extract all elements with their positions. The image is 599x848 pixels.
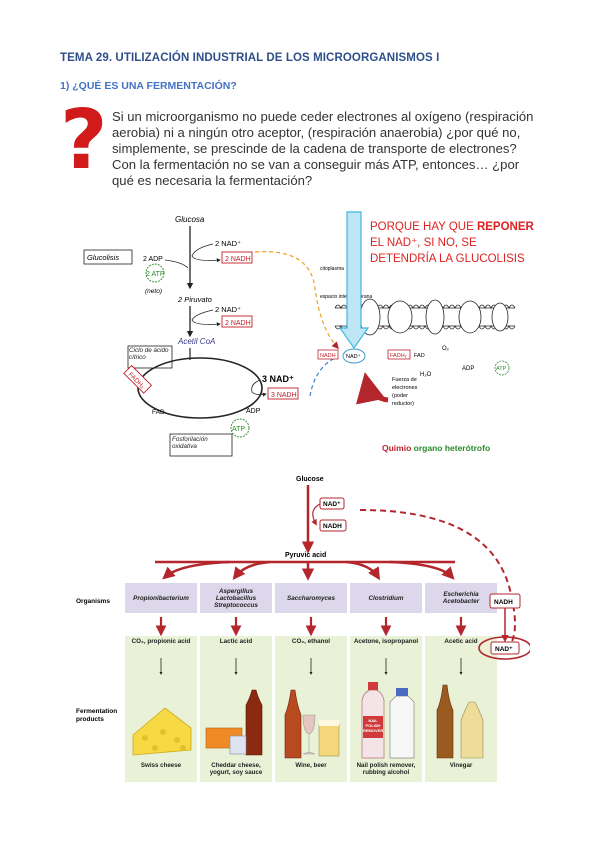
neto-label: (neto)	[145, 288, 162, 295]
fosforilacion-label: Fosforilación oxidativa	[172, 436, 208, 450]
product-box	[125, 636, 197, 782]
yogurt-icon	[229, 735, 247, 755]
reponer-line3: DETENDRÍA LA GLUCOLISIS	[370, 252, 525, 265]
adp-membrane: ADP	[462, 366, 474, 372]
food-name: Cheddar cheese, yogurt, soy sauce	[209, 762, 263, 776]
atp2-label: 2 ATP	[146, 271, 165, 278]
organism-name: Aspergillus Lactobacillus Streptococcus	[214, 587, 258, 609]
product-name: CO₂, ethanol	[291, 638, 331, 645]
vinegar-bottle-icon	[436, 684, 454, 759]
section-heading: 1) ¿QUÉ ES UNA FERMENTACIÓN?	[60, 80, 237, 92]
fuerza-2: electrones	[392, 385, 418, 391]
organisms-label: Organisms	[76, 598, 110, 605]
product-name: Lactic acid	[219, 638, 253, 645]
nad-plus-top: NAD⁺	[323, 501, 341, 508]
organism-box	[425, 583, 497, 613]
nadh-top: NADH	[323, 523, 342, 530]
page-title: TEMA 29. UTILIZACIÓN INDUSTRIAL DE LOS M…	[60, 52, 440, 64]
fuerza-1: Fuerza de	[392, 377, 417, 383]
organism-box	[200, 583, 272, 613]
fad-membrane: FAD	[414, 353, 425, 359]
pyruvic-label: Pyruvic acid	[285, 552, 326, 559]
o2-membrane: O₂	[442, 346, 450, 352]
acetil-label: Acetil CoA	[177, 337, 215, 346]
product-name: CO₂, propionic acid	[131, 638, 191, 645]
fadh2-membrane: FADH₂	[390, 353, 407, 359]
reponer-line1: PORQUE HAY QUE REPONER	[370, 221, 535, 233]
glucolisis-label: Glucolisis	[87, 253, 119, 262]
organism-name: Propionibacterium	[133, 594, 189, 602]
nad3-label: 3 NAD⁺	[262, 374, 294, 384]
nadh3-label: 3 NADH	[271, 392, 297, 399]
question-mark-icon: ?	[60, 93, 108, 188]
food-name: Wine, beer	[295, 762, 327, 769]
beer-glass-icon	[318, 723, 340, 757]
nail-bottle-label: NAIL POLISH REMOVER	[363, 718, 383, 733]
fuerza-3: (poder	[392, 393, 408, 399]
organism-name: Escherichia Acetobacter	[442, 591, 480, 605]
membrane-mid: espacio intermembrana	[320, 294, 372, 300]
ciclo-label: Ciclo de ácido cítrico	[129, 347, 169, 361]
organism-box	[125, 583, 197, 613]
adp2-label: 2 ADP	[143, 256, 163, 263]
nad-plus-2b: 2 NAD⁺	[215, 305, 241, 314]
fermentation-label: Fermentation	[76, 708, 117, 715]
fad-left: FAD	[152, 409, 165, 416]
reponer-line2: EL NAD⁺, SI NO, SE	[370, 237, 477, 249]
wine-glass-icon	[302, 714, 316, 755]
organism-box	[350, 583, 422, 613]
glycolysis-diagram: Glucosa Glucolisis 2 ADP 2 ATP (neto) 2 …	[83, 211, 535, 457]
soy-sauce-icon	[245, 689, 263, 756]
atp-membrane: ATP	[496, 366, 507, 372]
product-name: Acetone, isopropanol	[353, 638, 419, 645]
wine-bottle-icon	[284, 689, 302, 759]
food-name: Vinegar	[449, 762, 473, 769]
product-name: Acetic acid	[444, 638, 478, 645]
nad-membrane: NAD⁺	[346, 353, 361, 360]
food-name: Nail polish remover, rubbing alcohol	[356, 762, 416, 776]
h2o-membrane: H₂O	[420, 372, 432, 378]
products-label: products	[76, 716, 104, 723]
nadh-2b: 2 NADH	[225, 320, 251, 327]
product-box	[275, 636, 347, 782]
adp-label: ADP	[246, 408, 261, 415]
organism-name: Clostridium	[368, 594, 404, 602]
organism-box	[275, 583, 347, 613]
food-name: Swiss cheese	[140, 762, 182, 769]
nadh-membrane: NADH	[320, 353, 336, 359]
glucosa-label: Glucosa	[175, 215, 205, 224]
nadh-side: NADH	[494, 599, 513, 606]
cruet-icon	[460, 701, 484, 759]
alcohol-bottle-icon	[389, 695, 415, 759]
nad-plus-2a: 2 NAD⁺	[215, 239, 241, 248]
nadh-2a: 2 NADH	[225, 256, 251, 263]
fuerza-4: reductor)	[392, 401, 414, 407]
glucose-label: Glucose	[296, 476, 324, 483]
atp-label: ATP	[232, 426, 245, 433]
product-box	[425, 636, 497, 782]
fermentation-diagram: Glucose NAD⁺ NADH Pyruvic acid Organisms…	[76, 476, 530, 782]
nad-plus-side: NAD⁺	[495, 646, 513, 653]
membrane-top: citoplasma	[320, 266, 344, 272]
quimio-label: Quimio organo heterótrofo	[382, 443, 490, 453]
piruvato-label: 2 Piruvato	[177, 295, 212, 304]
intro-paragraph: Si un microorganismo no puede ceder elec…	[112, 109, 534, 188]
organism-name: Saccharomyces	[287, 594, 335, 602]
